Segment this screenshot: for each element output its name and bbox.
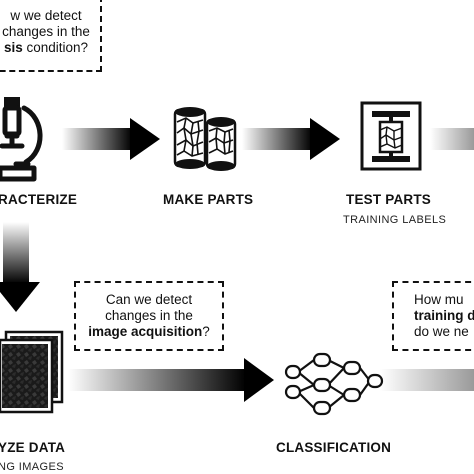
neural-network-icon bbox=[284, 352, 384, 416]
arrow-classification-right bbox=[380, 369, 474, 391]
question-line: sis condition? bbox=[0, 40, 100, 56]
arrow-characterize-down bbox=[0, 222, 40, 312]
arrow-test-parts-right bbox=[430, 128, 474, 150]
step-label-characterize: RACTERIZE bbox=[0, 192, 78, 207]
step-label-classification: CLASSIFICATION bbox=[276, 440, 392, 455]
arrow-characterize-to-make-parts bbox=[62, 118, 160, 160]
question-line: Can we detect bbox=[105, 292, 193, 307]
arrow-analyze-to-classification bbox=[68, 358, 274, 402]
question-line: w we detect bbox=[10, 8, 82, 23]
question-bold: image acquisition bbox=[88, 324, 203, 339]
question-box-acquisition: Can we detect changes in the image acqui… bbox=[74, 281, 224, 351]
image-stack-icon bbox=[0, 330, 64, 414]
question-line: image acquisition? bbox=[76, 324, 222, 340]
question-box-condition: w we detect changes in the sis condition… bbox=[0, 0, 102, 72]
cylinder-parts-icon bbox=[173, 107, 237, 171]
question-box-training-data: How mu training d do we ne bbox=[392, 281, 474, 351]
question-bold: training d bbox=[414, 308, 474, 323]
step-label-make-parts: MAKE PARTS bbox=[163, 192, 254, 207]
microscope-icon bbox=[0, 97, 43, 182]
step-label-analyze-data: YZE DATA bbox=[0, 440, 66, 455]
question-line: do we ne bbox=[414, 324, 469, 339]
question-bold: sis bbox=[3, 40, 23, 55]
question-line: training d bbox=[414, 308, 474, 324]
question-line: How mu bbox=[414, 292, 464, 307]
test-frame-icon bbox=[360, 101, 422, 171]
right-cylinder bbox=[205, 117, 237, 171]
question-line: changes in the bbox=[105, 308, 193, 323]
step-sublabel-images: NG IMAGES bbox=[0, 461, 64, 473]
question-suffix: ? bbox=[202, 324, 210, 339]
question-suffix: condition? bbox=[22, 40, 89, 55]
question-line: changes in the bbox=[2, 24, 90, 39]
step-label-test-parts: TEST PARTS bbox=[346, 192, 432, 207]
left-cylinder bbox=[173, 107, 207, 169]
step-sublabel-training-labels: TRAINING LABELS bbox=[343, 214, 447, 226]
arrow-make-parts-to-test-parts bbox=[242, 118, 340, 160]
